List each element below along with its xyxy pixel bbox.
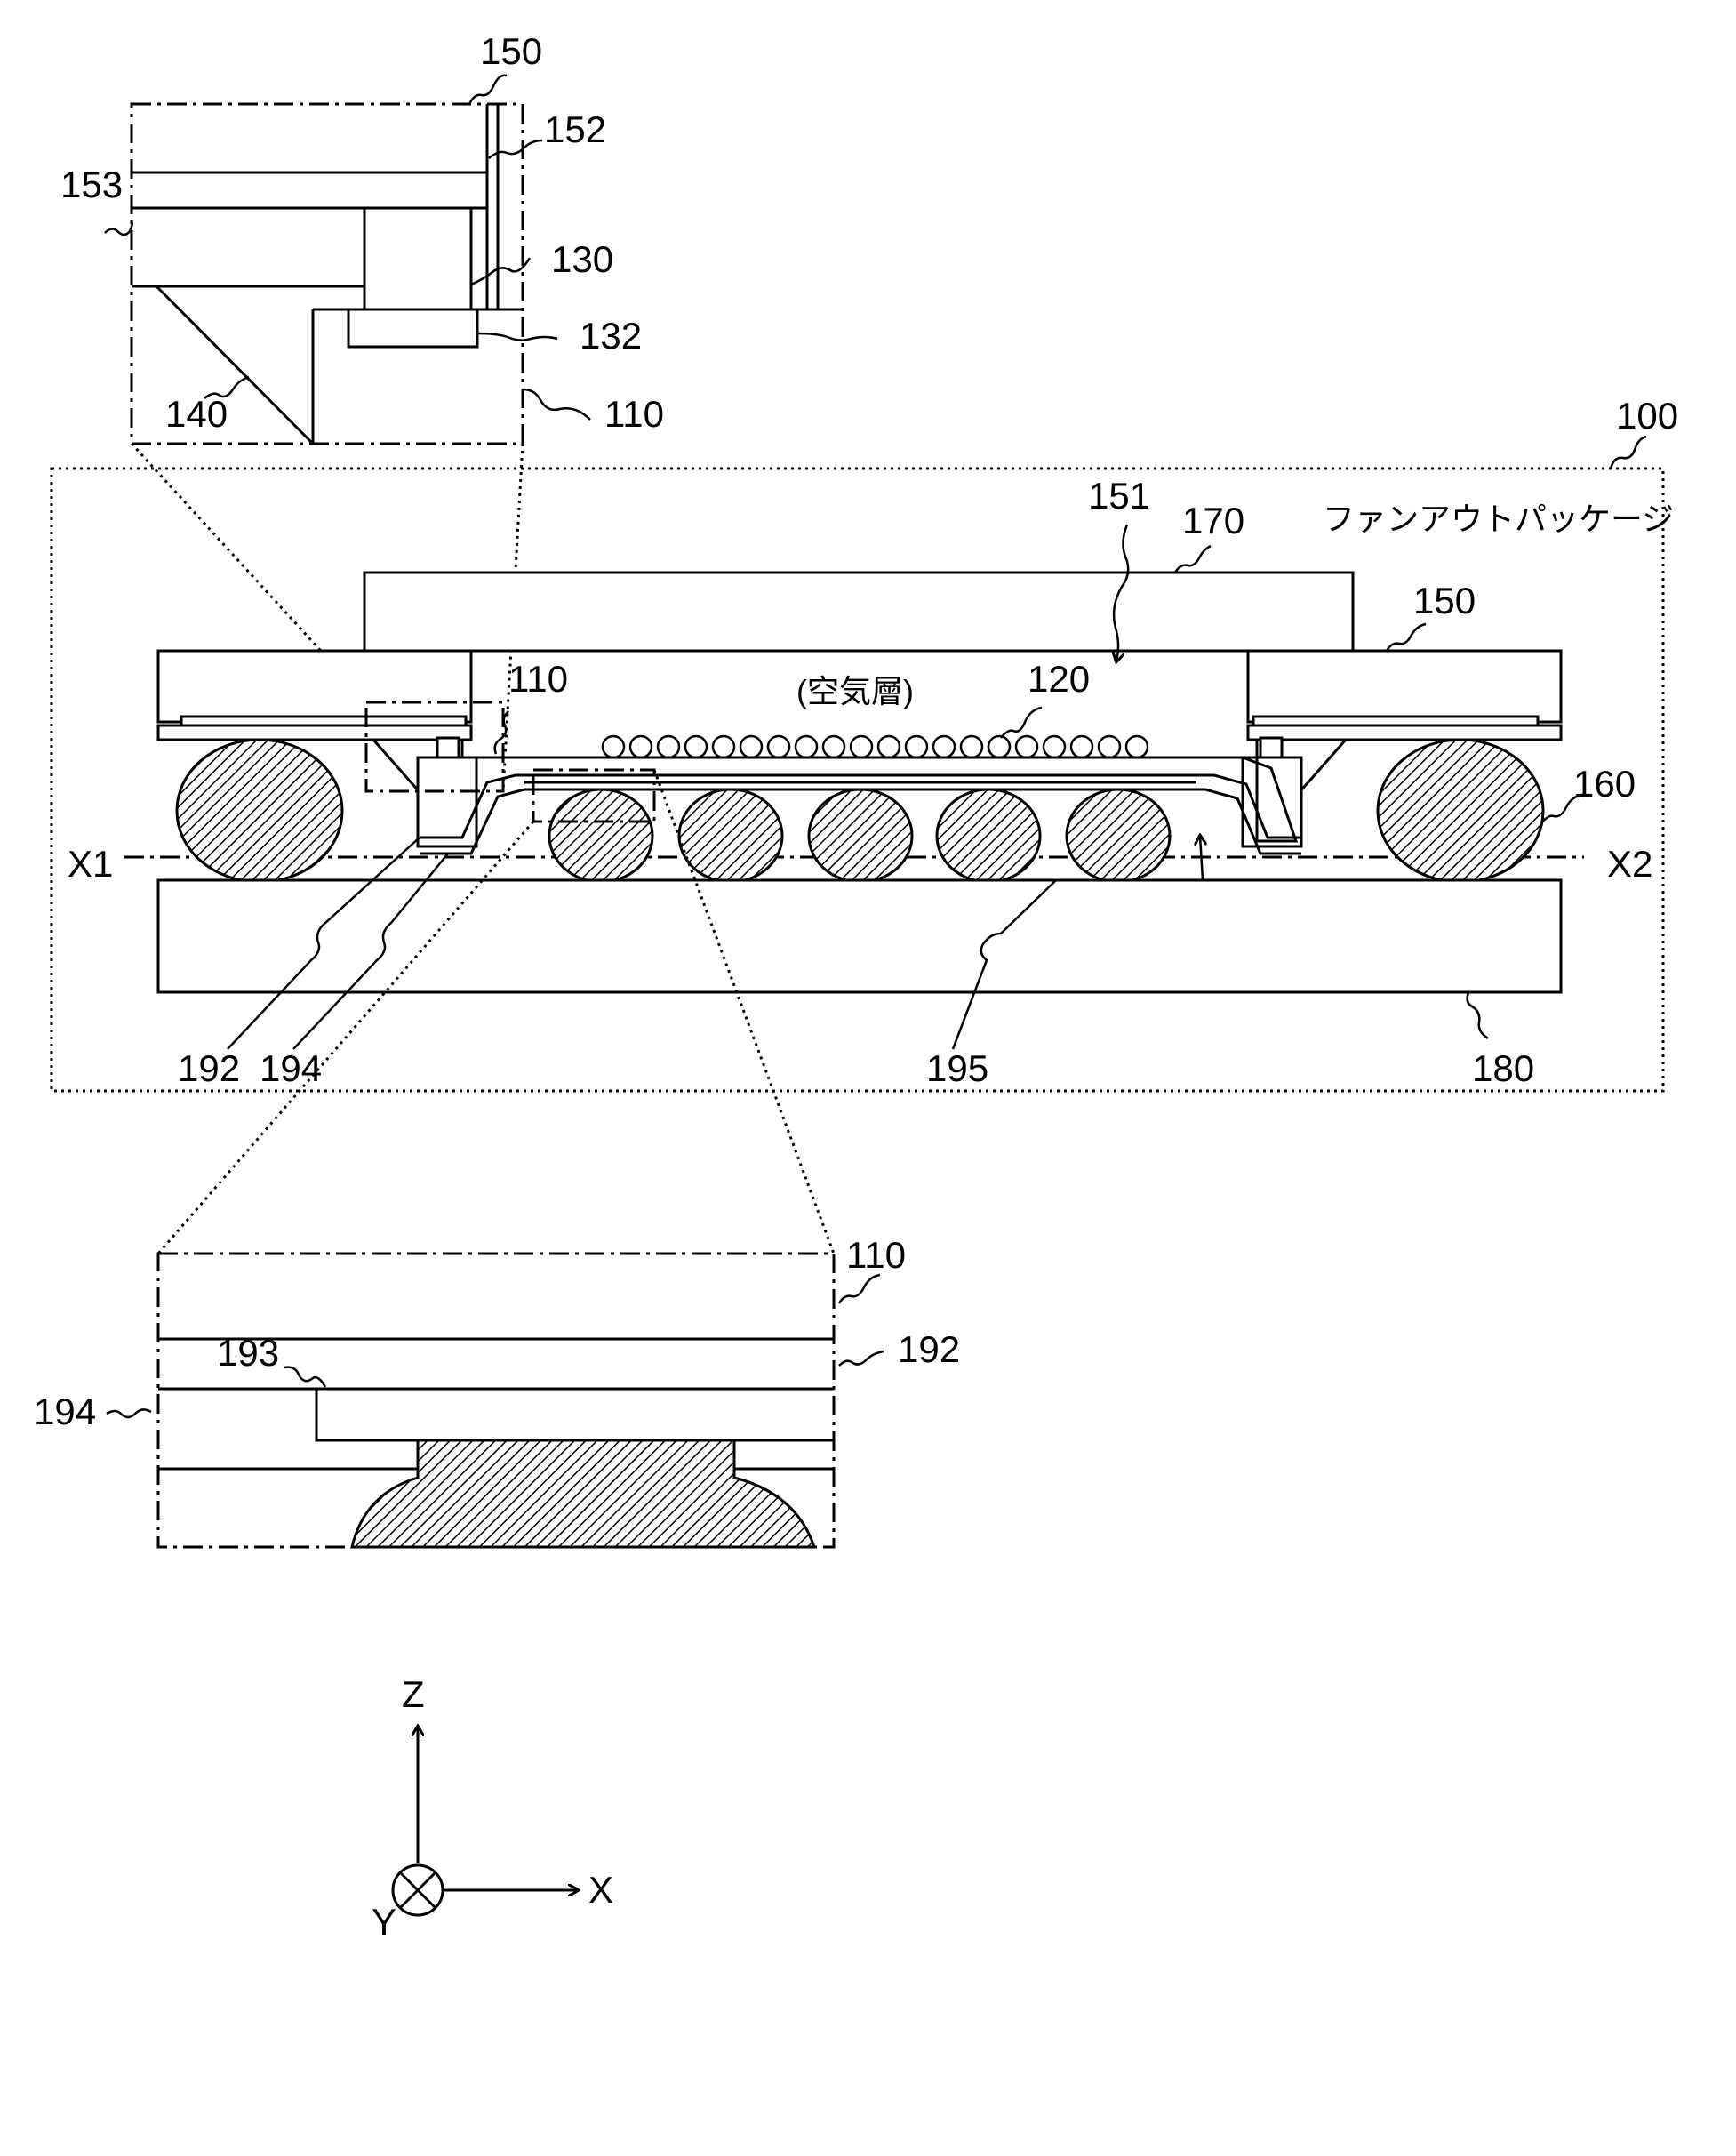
leader-192-bot xyxy=(839,1351,884,1366)
label-160: 160 xyxy=(1573,763,1636,805)
layer-153-left xyxy=(158,725,471,740)
solder-bump-195 xyxy=(937,789,1040,882)
label-170: 170 xyxy=(1182,500,1244,541)
axis-label-z: Z xyxy=(402,1673,425,1715)
solder-ball-160-right xyxy=(1378,740,1543,882)
mems-bump xyxy=(851,736,872,757)
solder-bump-195 xyxy=(679,789,782,882)
solder-ball-160-left xyxy=(177,740,342,882)
label-193: 193 xyxy=(217,1332,279,1374)
package-100: 100 ファンアウトパッケージ 170 150 (空気層) 151 xyxy=(52,395,1678,1091)
pad-130-right xyxy=(1260,738,1282,757)
label-151: 151 xyxy=(1088,475,1150,517)
label-110-bot: 110 xyxy=(846,1234,906,1276)
mems-bump xyxy=(796,736,817,757)
leader-180 xyxy=(1468,992,1488,1038)
label-180: 180 xyxy=(1472,1047,1534,1089)
mems-bump xyxy=(630,736,652,757)
mems-bump xyxy=(878,736,900,757)
pad-130-left xyxy=(437,738,459,757)
leader-150-mid xyxy=(1387,624,1426,651)
bumps-195 xyxy=(549,789,1170,882)
mems-bump xyxy=(740,736,762,757)
leader-150-top xyxy=(469,76,507,104)
label-192-mid: 192 xyxy=(178,1047,240,1089)
mems-bump xyxy=(685,736,707,757)
label-195: 195 xyxy=(926,1047,988,1089)
label-100: 100 xyxy=(1616,395,1678,437)
axis-label-x: X xyxy=(588,1869,613,1911)
layer-193-step xyxy=(316,1389,834,1440)
label-192-bot: 192 xyxy=(898,1328,960,1370)
leader-120 xyxy=(1001,708,1042,738)
lid-170 xyxy=(364,573,1353,651)
pad-130 xyxy=(364,208,471,309)
coordinate-axes: Z X Y xyxy=(372,1673,613,1943)
label-150-mid: 150 xyxy=(1413,580,1476,621)
label-x2: X2 xyxy=(1607,843,1652,885)
board-180 xyxy=(158,880,1561,992)
mems-bump xyxy=(988,736,1010,757)
substrate-150-left xyxy=(158,651,471,722)
package-name: ファンアウトパッケージ xyxy=(1323,501,1674,537)
label-140: 140 xyxy=(165,393,228,435)
leader-110-top xyxy=(523,389,590,420)
mems-bump xyxy=(823,736,844,757)
chip-110-left-frame xyxy=(418,757,476,846)
mems-bump xyxy=(1044,736,1065,757)
label-130: 130 xyxy=(551,238,613,280)
label-152: 152 xyxy=(544,108,606,150)
label-194-mid: 194 xyxy=(260,1047,322,1089)
mems-bump xyxy=(1016,736,1037,757)
label-153: 153 xyxy=(60,164,123,205)
mems-bump xyxy=(1071,736,1092,757)
mems-bump xyxy=(933,736,955,757)
label-x1: X1 xyxy=(68,843,113,885)
mems-bump xyxy=(906,736,927,757)
mems-bump xyxy=(603,736,624,757)
mems-bump xyxy=(713,736,734,757)
leader-110-mid xyxy=(495,711,508,754)
leader-100 xyxy=(1611,437,1646,469)
label-194-bot: 194 xyxy=(34,1391,96,1432)
leader-194-bot xyxy=(107,1409,151,1417)
leader-170 xyxy=(1175,546,1211,573)
solder-bump-195 xyxy=(809,789,912,882)
pad-132 xyxy=(348,309,477,347)
axis-label-y: Y xyxy=(372,1901,396,1943)
top-inset-labels: 150 152 153 130 132 110 140 xyxy=(60,30,664,435)
leader-140 xyxy=(204,377,249,398)
mems-bumps-120 xyxy=(603,736,1148,757)
leader-110-bot xyxy=(839,1275,880,1303)
label-132: 132 xyxy=(580,315,642,357)
label-110-mid: 110 xyxy=(508,658,568,700)
label-120: 120 xyxy=(1028,658,1090,700)
leader-193 xyxy=(284,1367,325,1387)
label-150-top: 150 xyxy=(480,30,542,72)
mems-bump xyxy=(1126,736,1148,757)
label-110-top: 110 xyxy=(604,393,664,435)
mems-bump xyxy=(658,736,679,757)
mems-bump xyxy=(768,736,789,757)
air-layer-label: (空気層) xyxy=(796,673,914,709)
mems-bump xyxy=(1099,736,1120,757)
mems-bump xyxy=(961,736,982,757)
substrate-150-right xyxy=(1248,651,1561,722)
solder-bump-195-detail xyxy=(352,1440,814,1547)
solder-bump-195 xyxy=(549,789,652,882)
layer-153-right xyxy=(1248,725,1561,740)
leader-153 xyxy=(105,220,132,235)
leader-130 xyxy=(471,258,530,285)
leader-132 xyxy=(477,333,557,341)
solder-bump-195 xyxy=(1067,789,1170,882)
